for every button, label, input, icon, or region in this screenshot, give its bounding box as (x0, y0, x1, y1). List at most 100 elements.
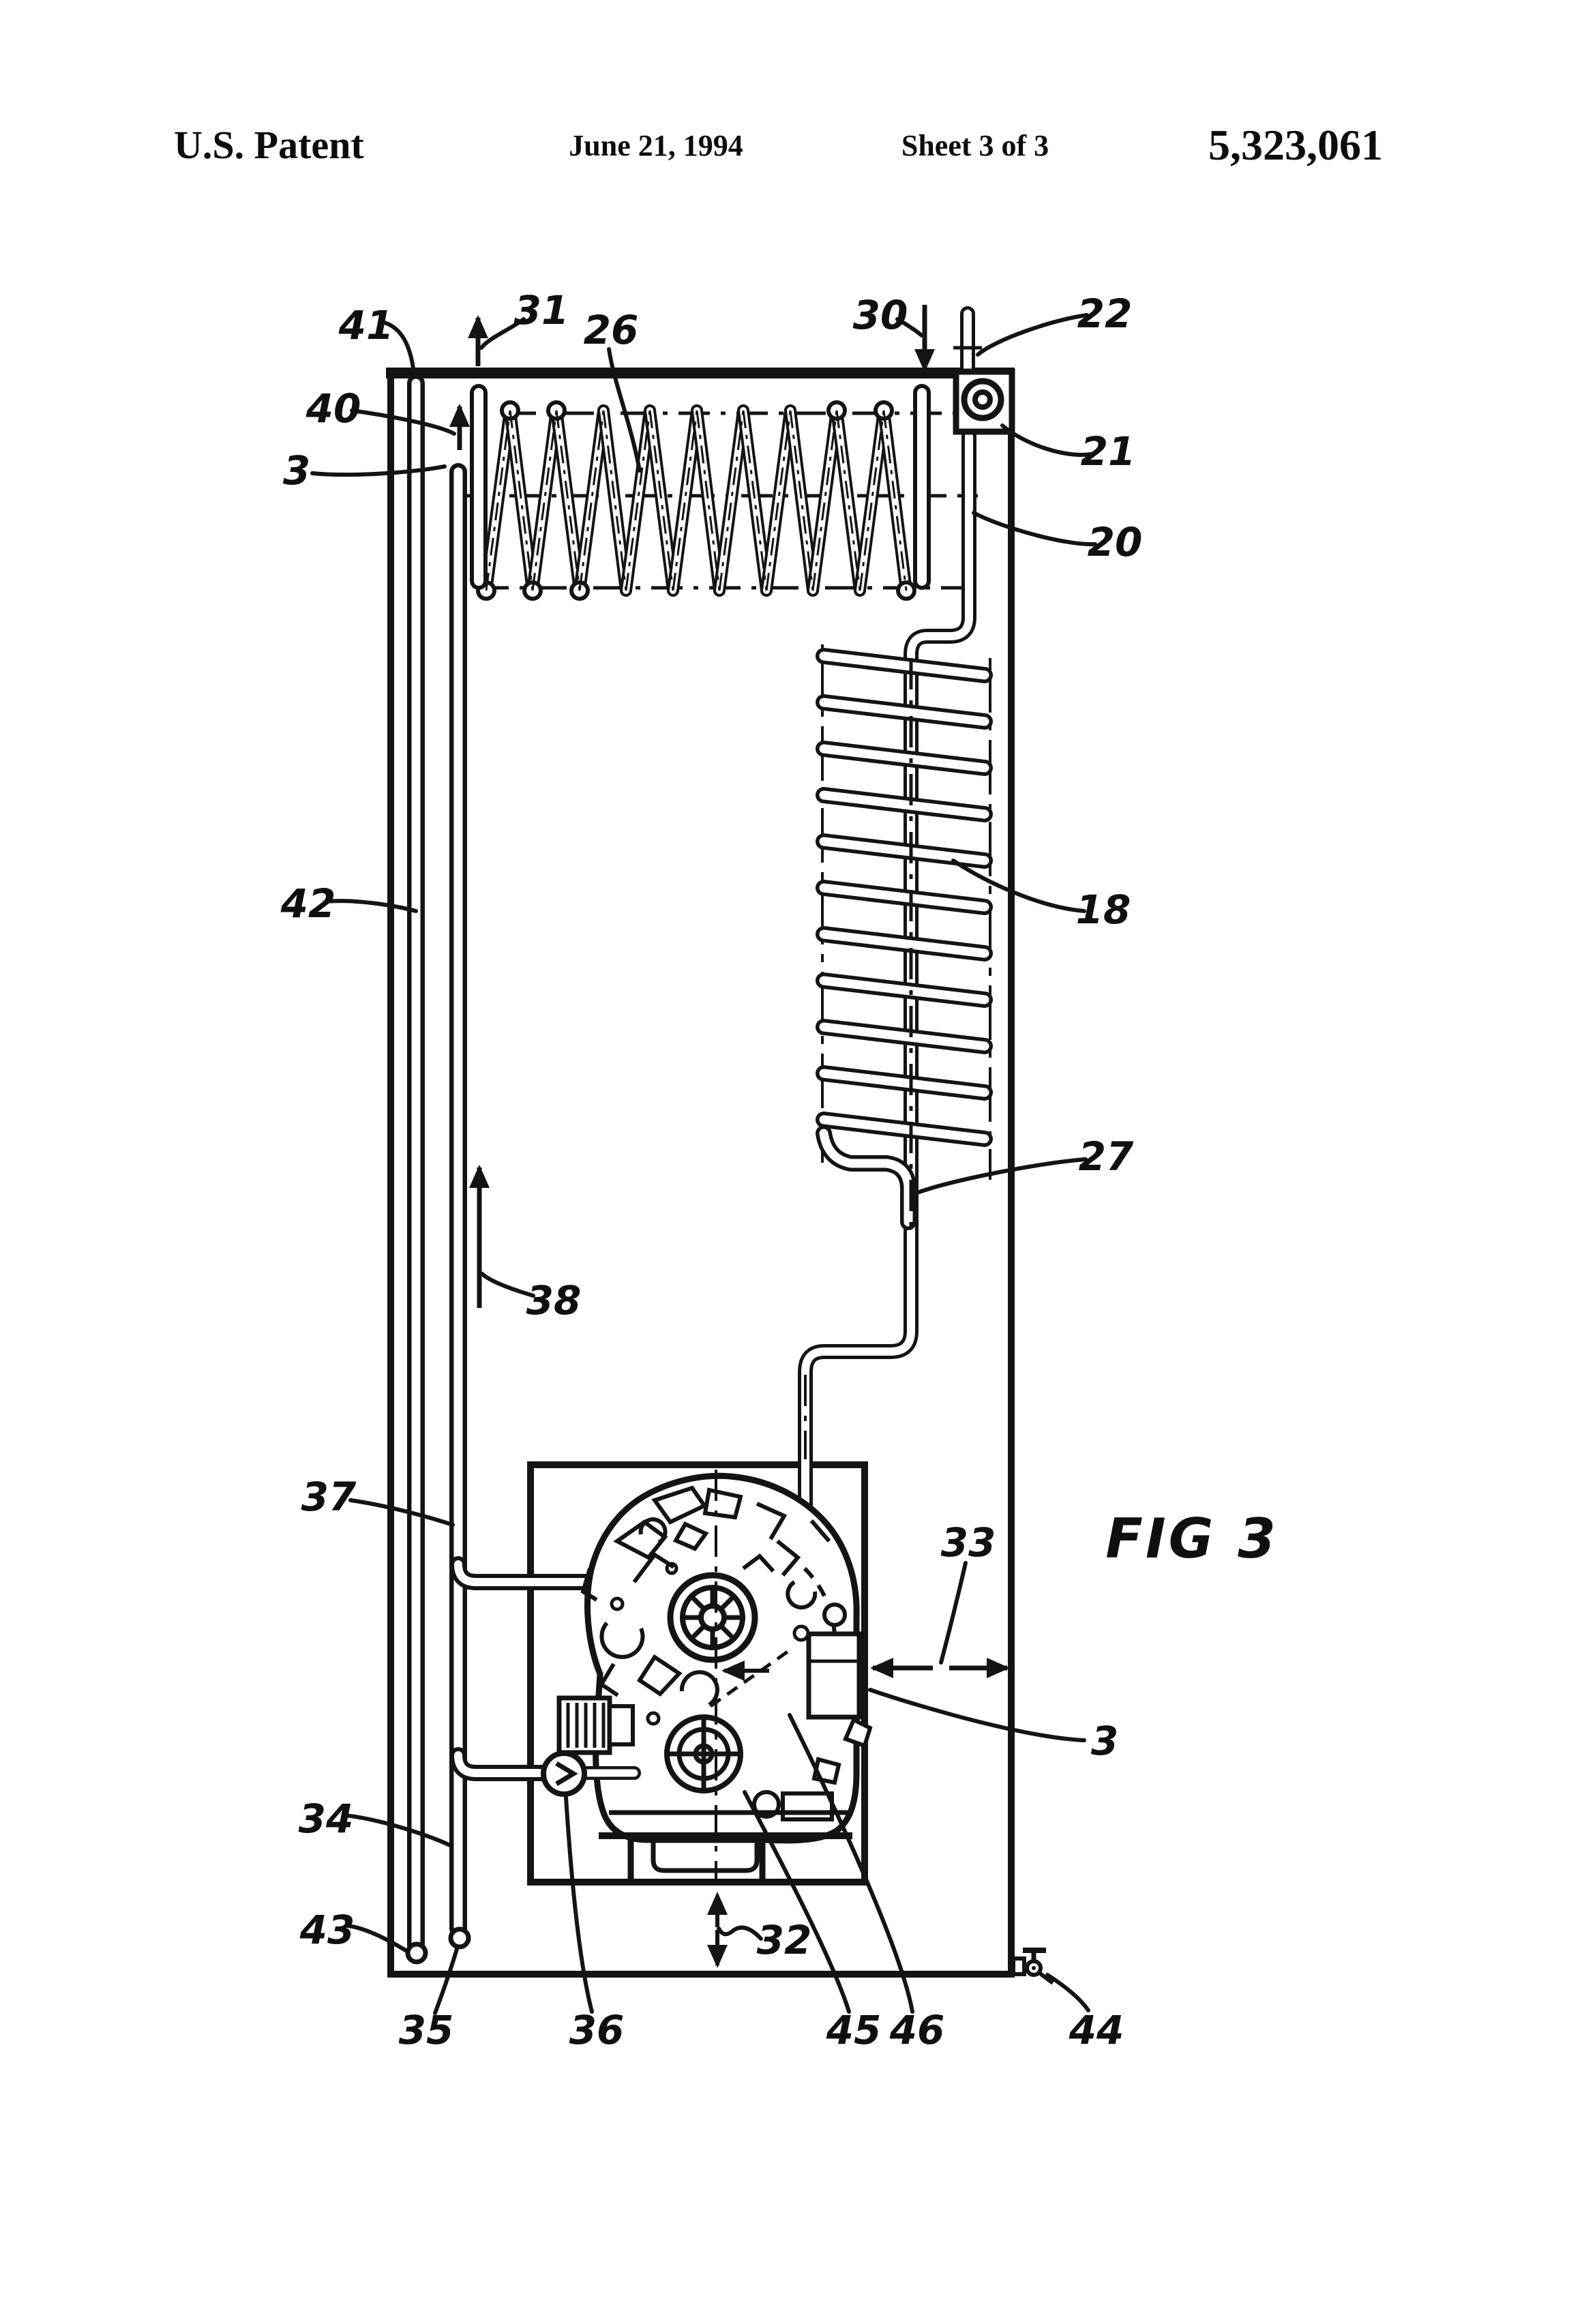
gauge-chevron-icon (555, 1761, 578, 1787)
evaporator-zigzag-centerlines (485, 410, 908, 591)
pipe-20-27 (801, 432, 973, 1593)
zigzag-tube-centerline (835, 410, 861, 591)
fitting-21-outer-circle (961, 378, 1004, 421)
leader-32 (717, 1925, 763, 1941)
condenser-tube (819, 837, 989, 865)
bolt-dot (610, 1596, 625, 1611)
pipe-34-branch (454, 1751, 546, 1777)
ref-36: 36 (569, 2007, 625, 2053)
ref-37: 37 (301, 1474, 357, 1520)
zigzag-tube-centerline (625, 410, 651, 591)
condenser-coil-18 (804, 644, 993, 1459)
condenser-tube (819, 929, 989, 958)
leader-34 (343, 1813, 452, 1847)
leader-41 (380, 320, 415, 370)
condenser-tube (819, 883, 989, 912)
leader-lines (310, 313, 1097, 2015)
leader-27 (917, 1157, 1088, 1194)
leader-22 (976, 313, 1089, 357)
ref-43: 43 (299, 1907, 355, 1953)
leader-3-bottom (868, 1688, 1086, 1742)
ref-32: 32 (757, 1917, 812, 1963)
zigzag-tube-centerline (578, 410, 605, 591)
leader-42 (324, 899, 418, 913)
figure-title: FIG 3 (1105, 1507, 1279, 1570)
condenser-tube (819, 651, 989, 680)
zigzag-tube-centerline (859, 410, 885, 591)
leader-21 (1000, 423, 1093, 457)
zigzag-tube-centerline (555, 410, 581, 591)
pipe-37-branch (454, 1560, 621, 1586)
leader-33 (939, 1561, 968, 1665)
ref-45: 45 (826, 2007, 882, 2053)
leader-18 (951, 859, 1086, 913)
patent-title: U.S. Patent (174, 123, 364, 167)
compressor-compartment-box (527, 1461, 868, 1886)
zigzag-tube-centerline (789, 410, 814, 591)
zigzag-tube-centerline (742, 410, 768, 591)
ref-46: 46 (889, 2007, 945, 2053)
condenser-tube (819, 790, 989, 819)
patent-number: 5,323,061 (1208, 121, 1383, 169)
zigzag-tube-centerline (531, 410, 558, 591)
left-pipes (405, 374, 625, 1965)
zigzag-tube-centerline (485, 410, 511, 591)
ref-21: 21 (1081, 428, 1136, 475)
ref-18: 18 (1076, 887, 1131, 933)
leader-36 (564, 1796, 594, 2014)
arrows (449, 305, 1010, 1968)
ribbed-block (556, 1695, 635, 1755)
condenser-tube (819, 1115, 989, 1144)
ref-40: 40 (305, 385, 361, 432)
drain-valve-44 (1011, 1948, 1054, 1985)
leader-37 (348, 1498, 455, 1527)
zigzag-tube-centerline (882, 410, 908, 591)
condenser-bottom-connector (816, 1125, 916, 1230)
condenser-tube (819, 1069, 989, 1097)
page-header: U.S. Patent June 21, 1994 Sheet 3 of 3 5… (174, 121, 1383, 169)
sheet-number: Sheet 3 of 3 (901, 129, 1049, 162)
motor-hub (667, 1572, 758, 1663)
leader-3-top (310, 464, 447, 477)
zigzag-tube-centerline (811, 410, 838, 591)
ref-41: 41 (338, 302, 394, 348)
leader-44 (1045, 1973, 1090, 2012)
ref-34: 34 (299, 1796, 354, 1842)
leader-20 (972, 511, 1097, 547)
condenser-bottom-connector (819, 1129, 913, 1227)
evaporator-zigzag-coil (476, 400, 916, 601)
ref-35: 35 (399, 2007, 454, 2053)
ref-44: 44 (1069, 2007, 1124, 2053)
ref-3-top: 3 (283, 447, 310, 494)
ref-31: 31 (514, 287, 569, 333)
gauge-circle (541, 1751, 587, 1797)
condenser-tubes (816, 648, 993, 1147)
ref-42: 42 (280, 880, 336, 927)
pipe-35-ball-end (448, 1926, 471, 1950)
valve-fittings (752, 1603, 873, 1821)
bolt-dot (646, 1711, 661, 1726)
condenser-tube (819, 744, 989, 773)
flow-dash-line (709, 1648, 791, 1708)
leader-38 (480, 1272, 535, 1298)
evaporator-return-tubes (470, 384, 931, 590)
fan-fitting-21 (953, 368, 1015, 435)
zigzag-tube-centerline (696, 410, 721, 591)
leader-40 (350, 408, 456, 436)
ref-33: 33 (941, 1519, 996, 1566)
bolt-dot (665, 1562, 678, 1575)
zigzag-tube-centerline (602, 410, 627, 591)
condenser-tube (819, 976, 989, 1004)
zigzag-tube-centerline (648, 410, 674, 591)
reference-numerals: 41 31 26 30 22 40 21 3 20 42 18 38 27 37… (280, 287, 1279, 2053)
ref-26: 26 (584, 307, 639, 353)
leader-46 (788, 1713, 914, 2014)
compressor-unit (556, 1472, 873, 1844)
leader-30 (895, 317, 924, 338)
leader-31 (479, 317, 526, 350)
leader-45 (743, 1790, 851, 2014)
patent-date: June 21, 1994 (569, 129, 743, 162)
zigzag-tube-centerline (509, 410, 534, 591)
